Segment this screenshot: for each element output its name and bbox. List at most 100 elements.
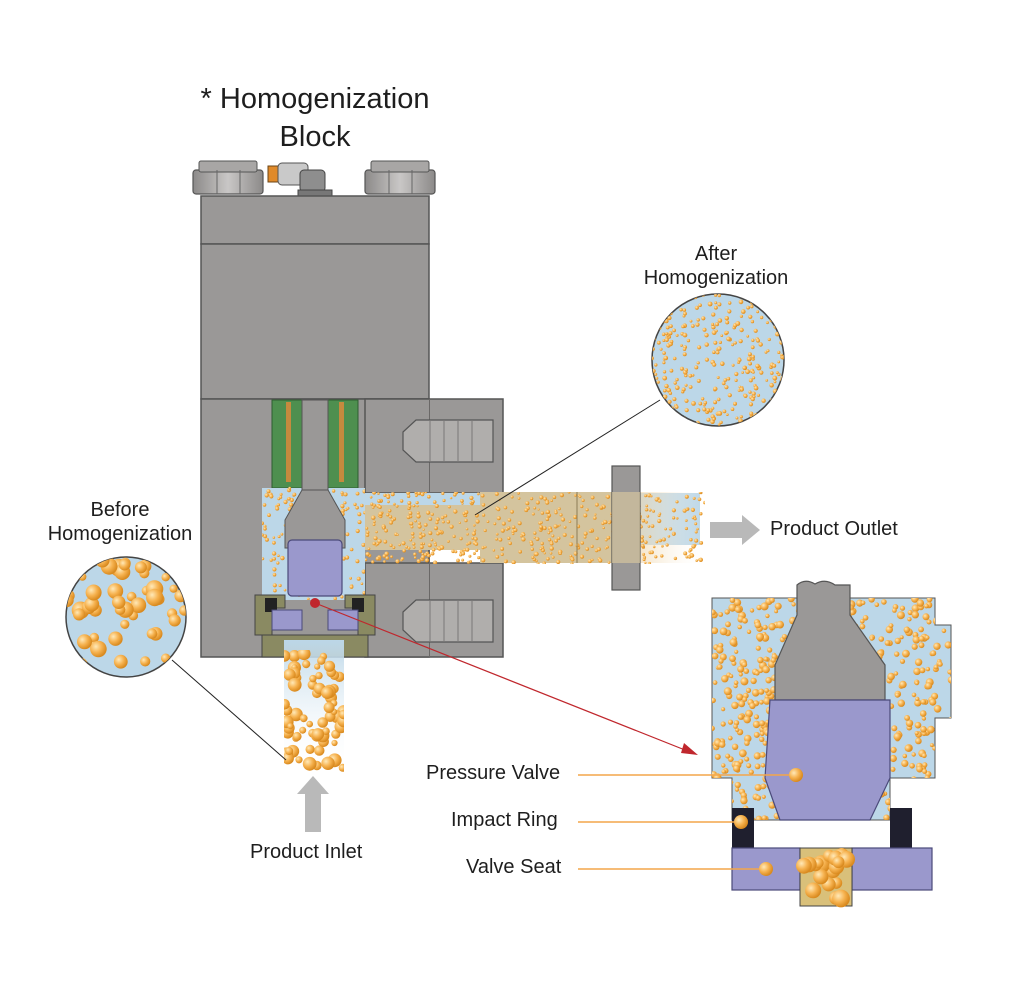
droplet xyxy=(602,526,605,530)
droplet xyxy=(717,411,723,416)
droplet xyxy=(322,727,330,735)
droplet xyxy=(781,634,788,640)
droplet xyxy=(667,315,672,321)
droplet xyxy=(751,391,756,396)
droplet xyxy=(694,530,698,534)
droplet xyxy=(340,595,344,599)
droplet xyxy=(550,499,553,502)
droplet xyxy=(673,556,678,561)
droplet xyxy=(692,496,696,500)
droplet xyxy=(779,316,783,319)
callout-pressure-valve xyxy=(578,768,803,782)
droplet xyxy=(690,324,695,328)
droplet xyxy=(391,518,395,522)
droplet xyxy=(728,603,737,612)
droplet xyxy=(585,547,590,551)
droplet xyxy=(546,557,550,561)
droplet xyxy=(773,380,777,384)
droplet xyxy=(605,494,611,499)
droplet xyxy=(924,635,930,640)
droplet xyxy=(920,699,927,705)
droplet xyxy=(363,510,365,515)
droplet xyxy=(897,785,903,792)
droplet xyxy=(725,621,731,628)
droplet xyxy=(939,799,947,808)
droplet xyxy=(580,541,585,545)
droplet xyxy=(493,522,497,526)
droplet xyxy=(262,557,265,561)
droplet xyxy=(459,536,463,541)
droplet xyxy=(558,524,561,527)
droplet xyxy=(721,381,726,386)
droplet xyxy=(280,555,285,561)
outlet-flange xyxy=(611,465,641,591)
droplet xyxy=(721,675,729,683)
droplet xyxy=(938,781,946,789)
droplet xyxy=(685,508,689,511)
droplet xyxy=(713,340,718,345)
droplet xyxy=(717,302,722,307)
droplet xyxy=(918,642,925,649)
droplet xyxy=(477,556,481,560)
droplet xyxy=(770,657,776,663)
droplet xyxy=(712,807,716,813)
droplet xyxy=(904,744,912,752)
droplet xyxy=(713,386,718,391)
droplet xyxy=(507,518,512,522)
droplet xyxy=(716,397,721,402)
droplet xyxy=(272,572,277,577)
droplet xyxy=(340,491,344,495)
droplet xyxy=(736,693,744,701)
droplet xyxy=(435,520,439,525)
droplet xyxy=(919,667,926,674)
droplet xyxy=(756,632,764,641)
droplet xyxy=(436,517,440,522)
droplet xyxy=(672,397,677,402)
droplet xyxy=(655,376,659,380)
droplet xyxy=(911,752,916,757)
droplet xyxy=(73,657,88,673)
droplet xyxy=(371,515,376,520)
droplet xyxy=(389,543,393,548)
droplet xyxy=(757,656,764,664)
droplet xyxy=(914,721,922,729)
droplet xyxy=(926,598,933,603)
droplet xyxy=(856,599,864,607)
droplet xyxy=(557,507,561,511)
droplet xyxy=(585,508,589,512)
droplet xyxy=(887,672,895,681)
droplet xyxy=(284,699,290,710)
droplet xyxy=(684,374,688,378)
droplet xyxy=(412,542,416,546)
droplet xyxy=(895,781,900,786)
droplet xyxy=(715,329,718,333)
droplet xyxy=(652,318,655,323)
droplet xyxy=(295,756,303,764)
droplet xyxy=(919,797,927,805)
droplet xyxy=(471,536,475,540)
droplet xyxy=(644,561,647,564)
droplet xyxy=(419,545,424,549)
droplet xyxy=(507,536,511,540)
droplet xyxy=(657,514,661,517)
droplet xyxy=(107,583,124,599)
droplet xyxy=(501,521,506,526)
droplet xyxy=(733,720,740,726)
droplet xyxy=(95,557,110,568)
droplet xyxy=(340,504,345,509)
droplet xyxy=(73,608,86,621)
droplet xyxy=(340,508,345,513)
droplet xyxy=(713,400,718,405)
droplet xyxy=(681,387,686,392)
droplet xyxy=(594,513,597,516)
droplet xyxy=(66,660,81,677)
droplet xyxy=(745,369,750,375)
droplet xyxy=(78,572,87,581)
droplet xyxy=(596,547,601,552)
droplet xyxy=(652,509,655,513)
droplet xyxy=(720,361,725,367)
droplet xyxy=(369,495,373,499)
droplet xyxy=(916,599,925,607)
droplet xyxy=(360,503,364,508)
droplet xyxy=(911,776,917,782)
